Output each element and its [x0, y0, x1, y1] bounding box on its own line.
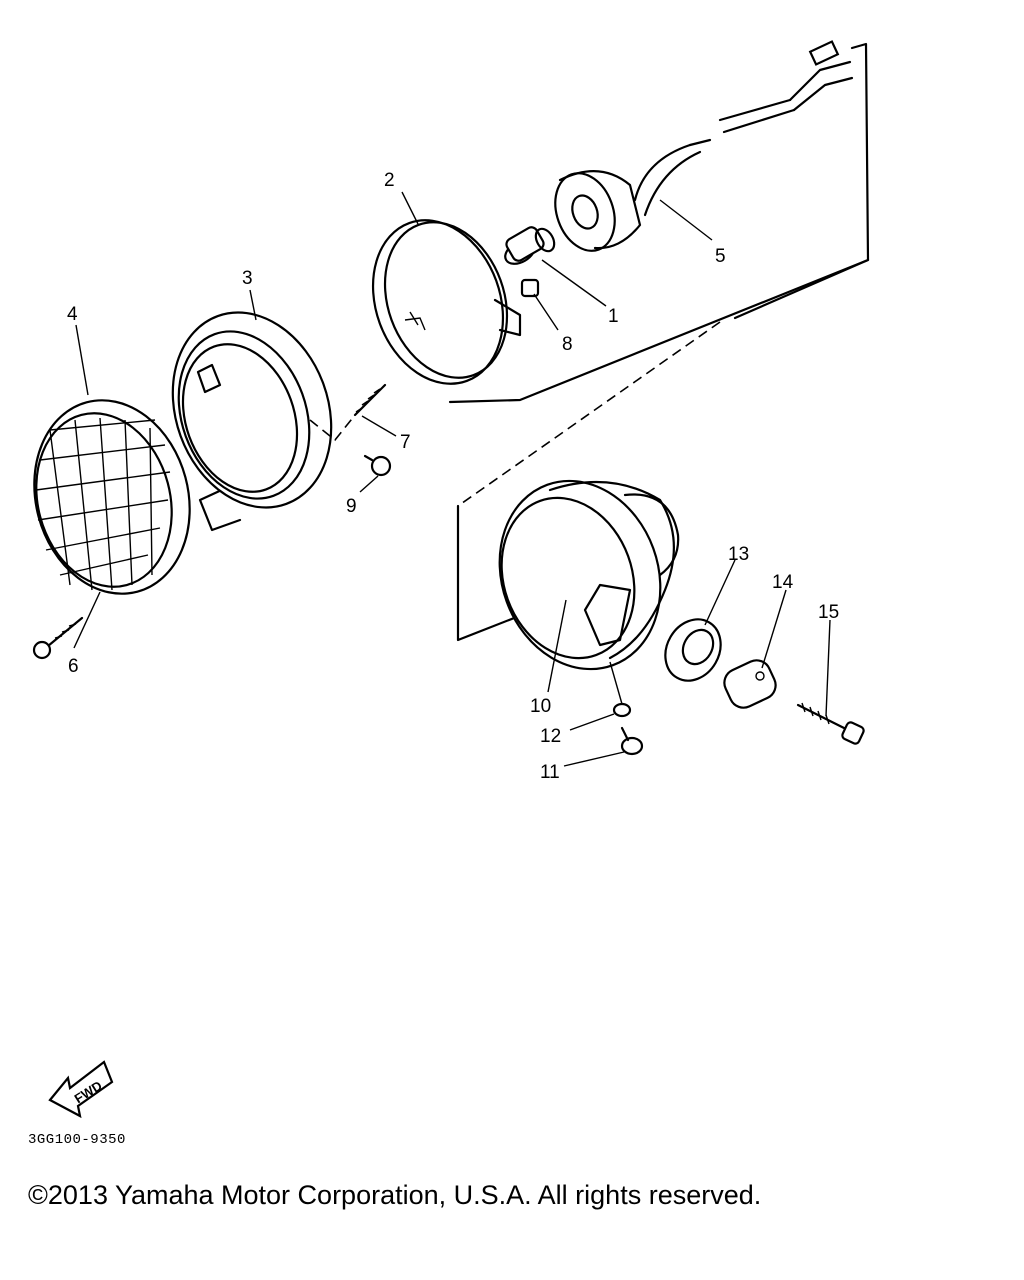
- diagram-code: 3GG100-9350: [28, 1132, 126, 1148]
- callout-9: 9: [346, 496, 357, 517]
- part-12-washer: [612, 702, 632, 718]
- part-10-housing: [498, 479, 680, 671]
- callout-13: 13: [728, 544, 749, 565]
- copyright-notice: ©2013 Yamaha Motor Corporation, U.S.A. A…: [28, 1180, 762, 1210]
- part-3-rim: [171, 311, 356, 509]
- leader-lines: [73, 191, 831, 767]
- part-4-grille-guard: [33, 399, 191, 595]
- part-15-bolt: [796, 702, 865, 745]
- callout-2: 2: [384, 170, 395, 191]
- callout-7: 7: [400, 432, 411, 453]
- callout-1: 1: [608, 306, 619, 327]
- callout-11: 11: [540, 762, 560, 783]
- part-1-bulb: [504, 226, 556, 265]
- part-14-damper: [723, 659, 777, 709]
- callout-6: 6: [68, 656, 79, 677]
- callout-4: 4: [67, 304, 78, 325]
- callout-10: 10: [530, 696, 551, 717]
- fwd-arrow-icon: FWD: [48, 1060, 114, 1119]
- callout-15: 15: [818, 602, 839, 623]
- part-13-grommet: [664, 618, 722, 682]
- part-5-socket-harness: [554, 40, 854, 252]
- part-6-bolt: [32, 616, 84, 660]
- part-8-nut: [520, 278, 540, 298]
- callout-12: 12: [540, 726, 561, 747]
- callout-14: 14: [772, 572, 794, 593]
- callout-8: 8: [562, 334, 573, 355]
- part-7-adjust-screw: [353, 383, 387, 417]
- assembly-outline-upper: [198, 42, 870, 642]
- callout-labels: 2 3 4 5 1 8 7 9 6 10 12 11 13 14 15: [67, 170, 839, 783]
- part-2-lens-unit: [371, 219, 522, 385]
- part-9-screw: [363, 454, 392, 477]
- part-11-screw: [620, 726, 644, 756]
- callout-5: 5: [715, 246, 726, 267]
- callout-3: 3: [242, 268, 253, 289]
